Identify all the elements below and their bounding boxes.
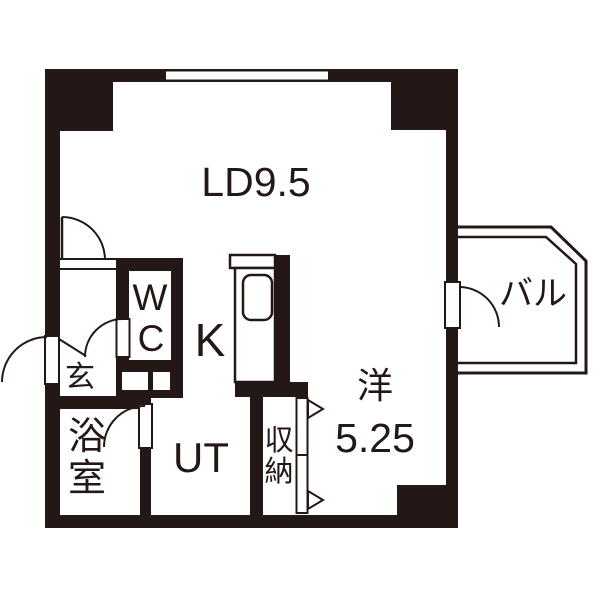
window-top xyxy=(166,71,328,80)
bathroom-wall-right xyxy=(140,396,151,515)
wc-door-arc xyxy=(84,318,124,358)
closet-wall-left xyxy=(250,397,263,515)
bathroom-door-arc xyxy=(103,405,146,448)
wall-corner-bottom-right xyxy=(397,485,458,528)
closet-door-arrow-bottom xyxy=(307,489,325,511)
kitchen-counter-top xyxy=(228,253,277,270)
bathroom-door-leaf xyxy=(138,403,153,449)
ld-door-arc xyxy=(61,216,106,261)
kitchen: K xyxy=(195,253,308,397)
wc-lower-niche-right xyxy=(153,372,170,390)
bathroom: 浴 室 xyxy=(45,396,153,515)
wc-door-leaf xyxy=(115,318,131,358)
closet-door-panel-top xyxy=(295,397,309,456)
label-bathroom-2: 室 xyxy=(68,458,106,500)
label-wc-w: W xyxy=(133,277,168,318)
balcony-door-arc xyxy=(458,286,500,328)
label-kitchen: K xyxy=(195,314,226,366)
outer-walls xyxy=(45,69,458,528)
label-wc-c: C xyxy=(138,318,165,359)
toilet-room: W C xyxy=(84,258,183,398)
label-storage-1: 収 xyxy=(264,425,293,457)
wall-left xyxy=(45,69,60,528)
label-bathroom-1: 浴 xyxy=(68,416,106,458)
label-western-room: 洋 xyxy=(357,365,393,406)
closet-door-panel-bottom xyxy=(295,454,309,514)
kitchen-wall xyxy=(275,255,290,382)
label-western-room-size: 5.25 xyxy=(335,415,415,461)
ld-hall-door xyxy=(60,216,116,270)
label-living-dining: LD9.5 xyxy=(201,159,310,205)
bathroom-wall-top xyxy=(45,396,151,409)
balcony-door-leaf xyxy=(444,281,461,329)
wc-lower-niche-left xyxy=(122,372,148,390)
genkan-step-line xyxy=(58,338,87,357)
kitchen-sink xyxy=(241,273,274,322)
balcony-outline-outer xyxy=(458,225,588,375)
closet-door-arrow-top xyxy=(307,398,325,420)
entrance-door-arc xyxy=(1,336,48,383)
utility-room: UT xyxy=(173,434,229,481)
balcony: バル xyxy=(444,225,588,375)
wall-bottom xyxy=(45,515,458,528)
storage-closet: 収 納 xyxy=(250,397,325,515)
entrance-door-leaf xyxy=(44,335,60,385)
wc-floor xyxy=(129,271,171,360)
label-utility: UT xyxy=(173,434,229,481)
label-balcony: バル xyxy=(499,275,567,313)
label-storage-2: 納 xyxy=(264,455,293,488)
balcony-outline-inner xyxy=(458,235,578,365)
entrance: 玄 xyxy=(1,335,95,394)
kitchen-wall-bottom xyxy=(235,382,308,397)
label-entrance: 玄 xyxy=(65,361,95,394)
